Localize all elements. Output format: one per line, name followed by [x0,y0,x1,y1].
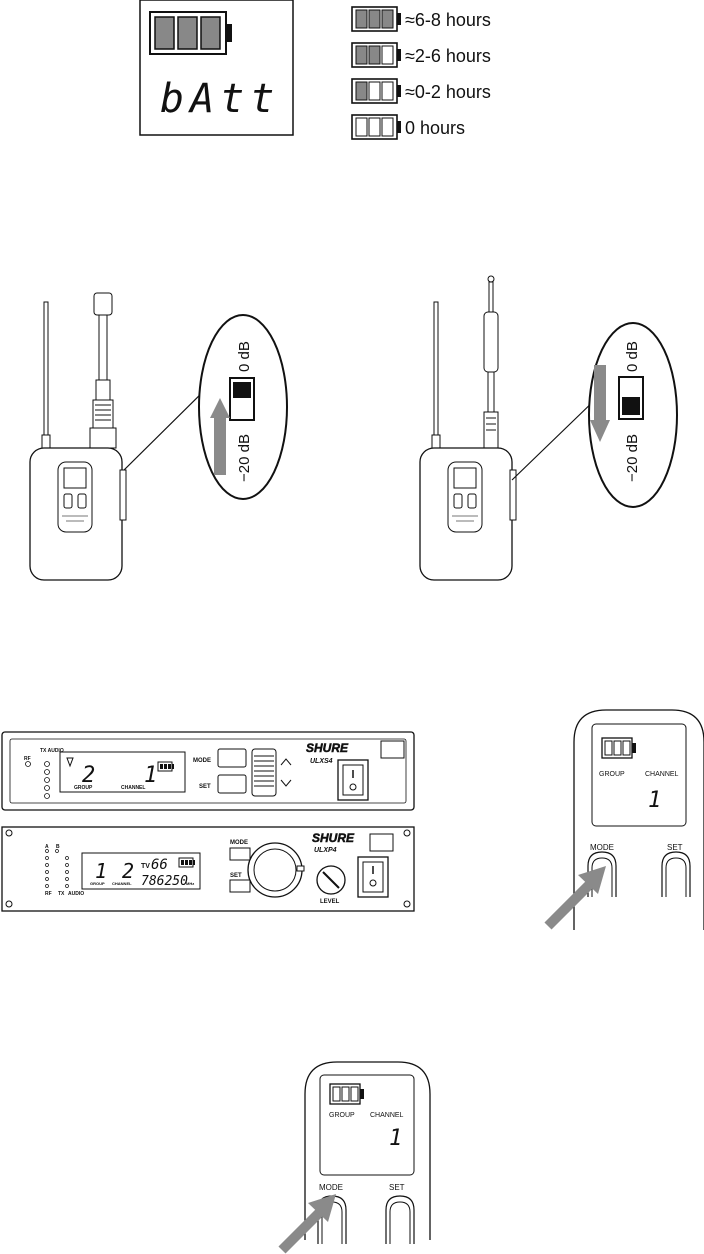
ulxp4-tv-label: TV [141,863,150,870]
gain-switch-callout-right [512,323,677,507]
ulxs4-channel-value: 1 [144,763,157,788]
ulxp4-mode-label: MODE [230,840,248,846]
ulxs4-brand-logo: SHURE [306,741,349,755]
closeup2-channel-value: 1 [389,1126,402,1151]
ulxs4-group-label: GROUP [74,785,93,791]
battery-2-bars-icon [352,43,401,67]
ulxp4-model-label: ULXP4 [314,847,337,854]
ulxp4-channel-label: CHANNEL [112,881,132,886]
bodypack-transmitter-left [30,293,126,580]
switch-label-0db-left: 0 dB [236,341,253,372]
ulxs4-channel-label: CHANNEL [121,785,145,791]
closeup-panel-1 [548,710,704,930]
closeup2-set-label: SET [389,1183,405,1192]
battery-legend [352,7,401,139]
ulxp4-rf-label: RF [45,891,52,897]
closeup1-mode-label: MODE [590,843,614,852]
closeup2-channel-label: CHANNEL [370,1112,404,1119]
battery-display-screen: bAtt [140,0,293,135]
switch-label-minus20db-left: −20 dB [236,434,253,482]
battery-3-bars-icon [352,7,401,31]
ulxs4-model-label: ULXS4 [310,758,333,765]
closeup2-mode-label: MODE [319,1183,343,1192]
ulxp4-group-value: 1 [95,859,107,883]
battery-1-bar-icon [352,79,401,103]
closeup1-group-label: GROUP [599,771,625,778]
ulxp4-set-label: SET [230,873,242,879]
gain-switch-callout-left [124,315,287,499]
ulxp4-channel-value: 2 [122,859,134,883]
battery-screen-text: bAtt [160,76,280,122]
closeup2-battery-icon [330,1084,364,1104]
battery-legend-label-4: 0 hours [405,118,465,138]
ulxs4-set-label: SET [199,784,211,790]
switch-label-0db-right: 0 dB [624,341,641,372]
ulxp4-tv-value: 66 [151,857,168,873]
closeup-panel-2 [282,1062,430,1250]
closeup-battery-icon [602,738,636,758]
ulxs4-battery-icon [158,762,174,771]
closeup1-channel-label: CHANNEL [645,771,679,778]
closeup1-channel-value: 1 [648,788,661,813]
ulxp4-level-label: LEVEL [320,899,340,905]
ulxp4-freq-unit: MHz [186,881,194,886]
ulxs4-mode-label: MODE [193,758,211,764]
ulxs4-receiver [2,732,414,810]
ulxs4-rf-label: RF [24,756,31,762]
ulxp4-battery-icon [179,858,195,867]
battery-legend-label-3: ≈0-2 hours [405,82,491,102]
battery-legend-label-2: ≈2-6 hours [405,46,491,66]
ulxp4-group-label: GROUP [90,881,105,886]
battery-full-icon [150,12,232,54]
bodypack-transmitter-right [420,276,516,580]
closeup1-set-label: SET [667,843,683,852]
battery-legend-label-1: ≈6-8 hours [405,10,491,30]
ulxp4-a-label: A [45,844,49,850]
ulxp4-b-label: B [56,844,60,850]
closeup2-group-label: GROUP [329,1112,355,1119]
battery-empty-icon [352,115,401,139]
ulxp4-audio-label: AUDIO [68,891,84,897]
switch-label-minus20db-right: −20 dB [624,434,641,482]
ulxp4-brand-logo: SHURE [312,831,355,845]
ulxp4-freq-value: 786250 [141,874,188,889]
ulxp4-tx-label: TX [58,891,65,897]
ulxs4-tx-audio-label: TX AUDIO [40,748,64,754]
